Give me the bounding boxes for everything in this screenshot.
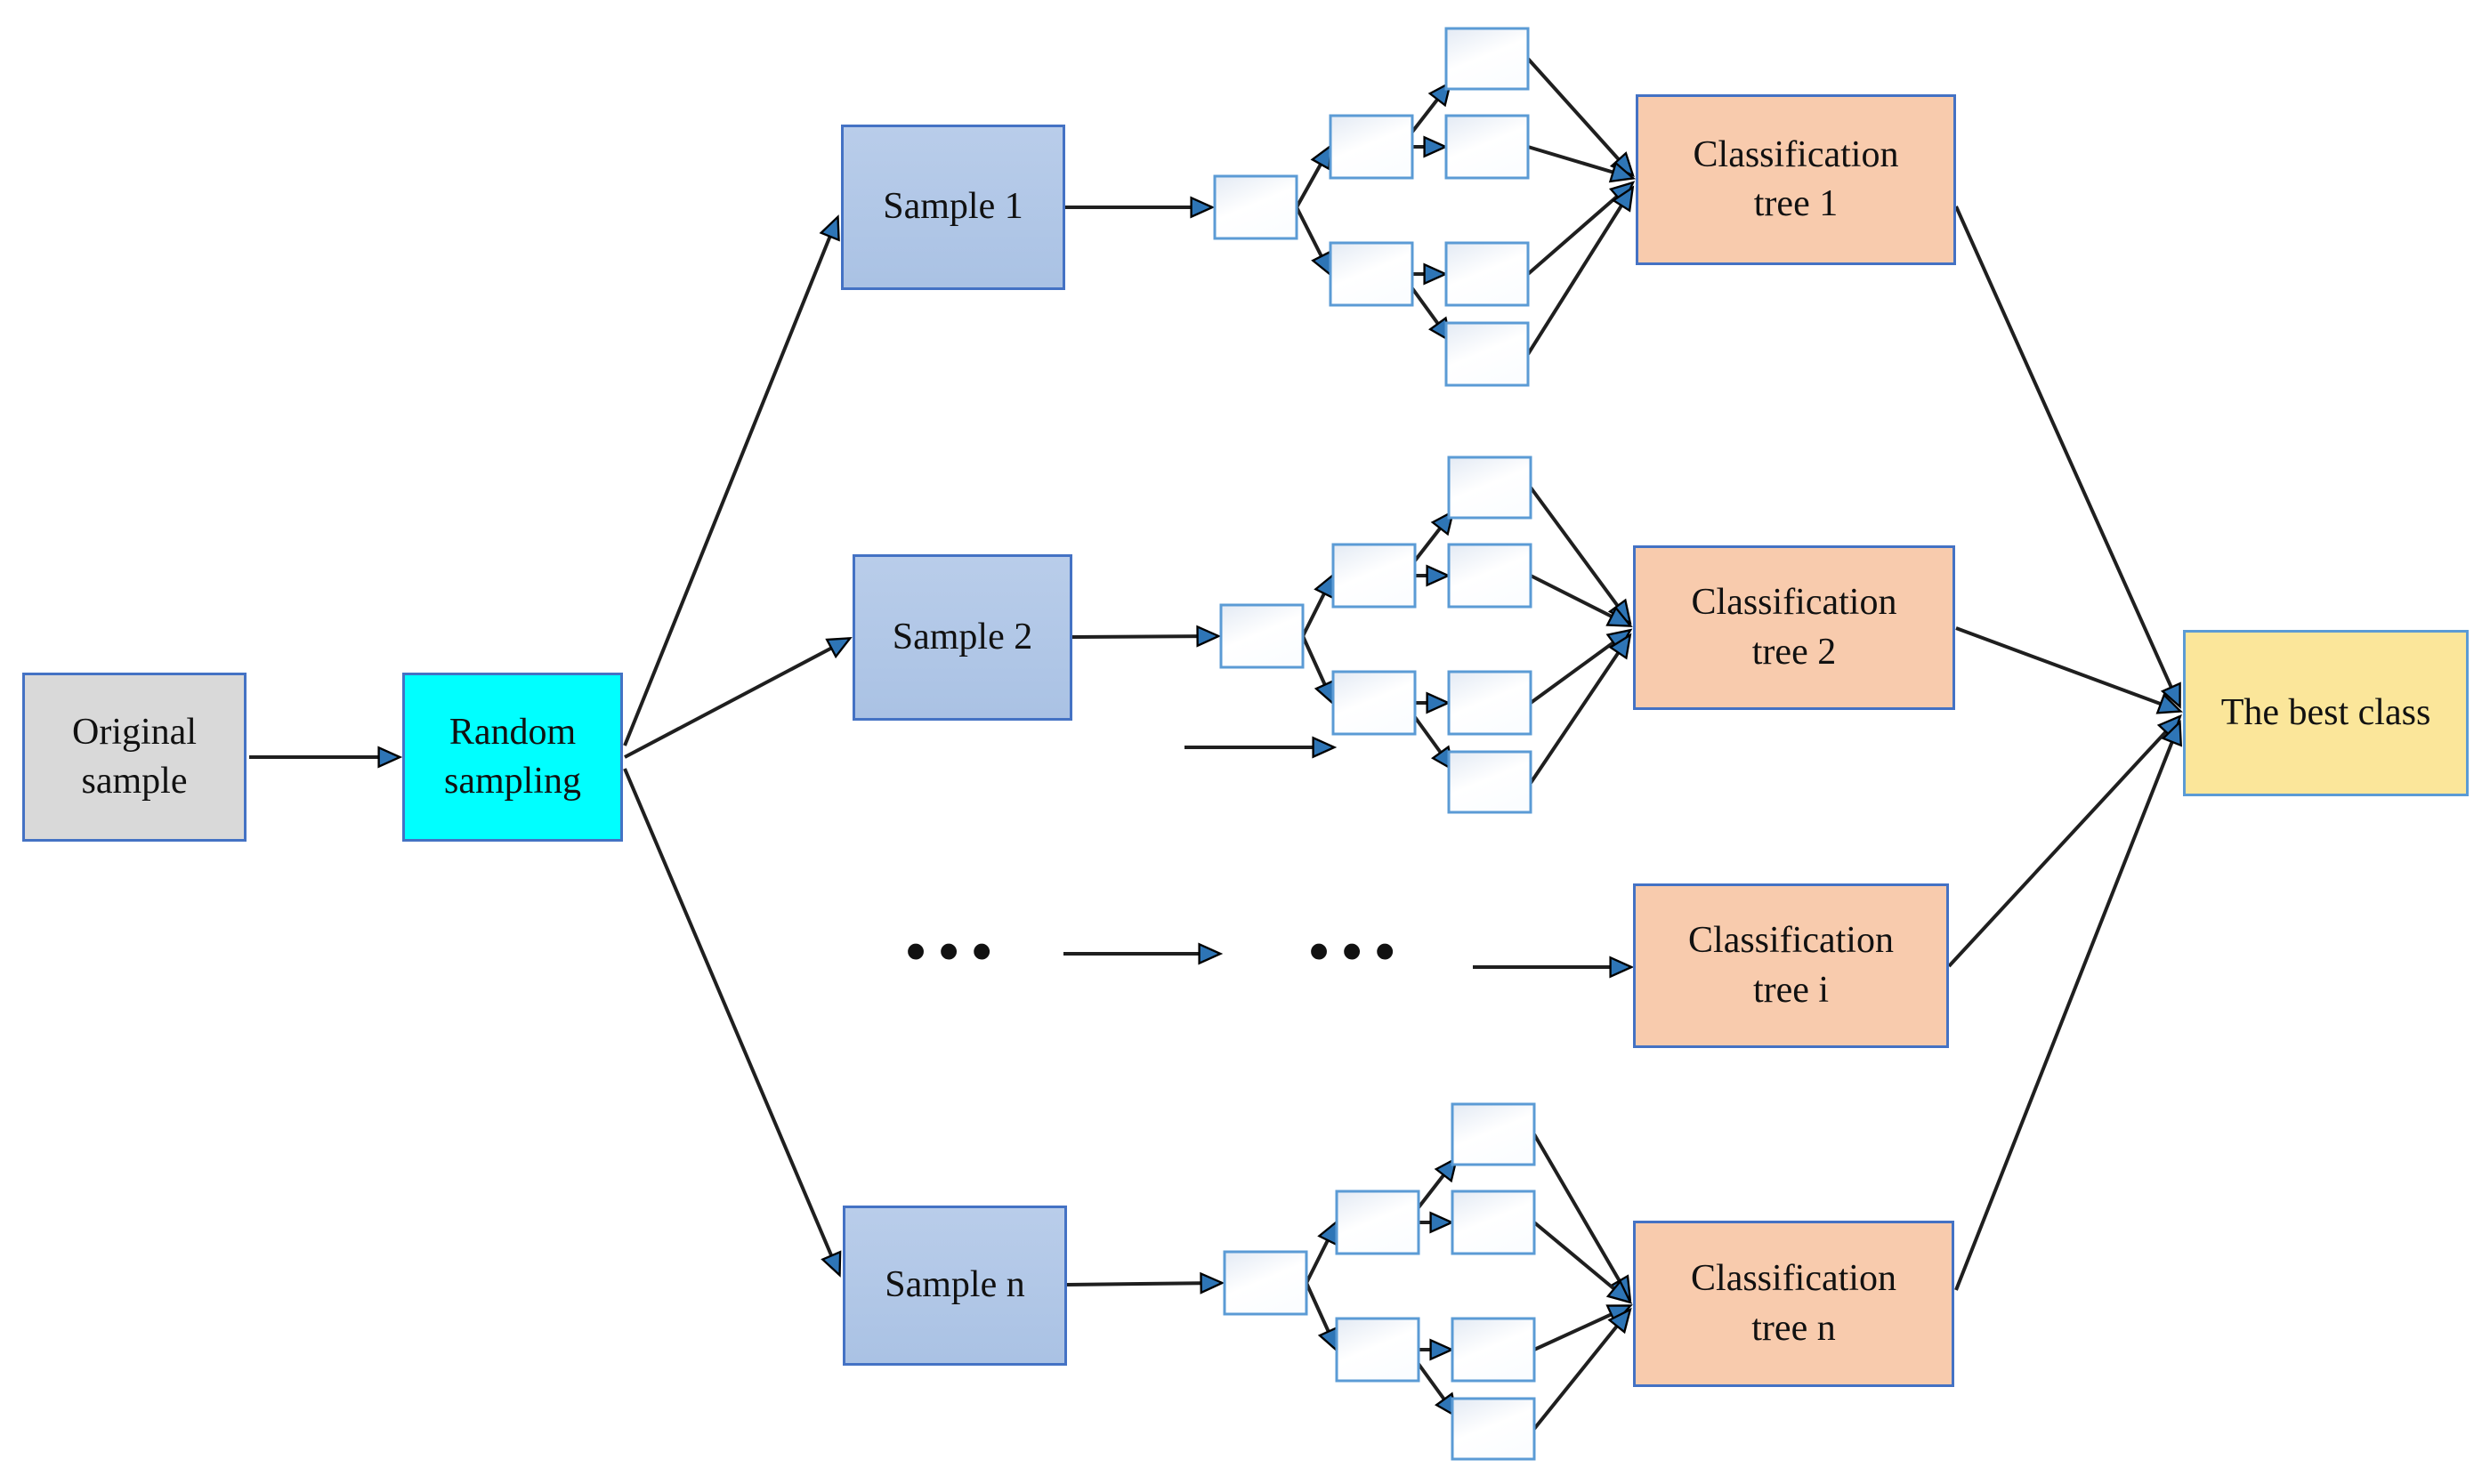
tree-edge (1408, 283, 1452, 343)
ellipsis-trees: … (1303, 870, 1403, 980)
decision-node (1447, 456, 1532, 520)
tree-edge (1301, 635, 1335, 706)
decision-node-root (1213, 174, 1298, 240)
decision-node-root (1223, 1250, 1308, 1316)
decision-tree-n (1223, 1102, 1633, 1461)
decision-node (1451, 1397, 1536, 1461)
decision-node (1451, 1102, 1536, 1166)
decision-node (1444, 321, 1530, 387)
tree-edge (1305, 1282, 1338, 1353)
leaf-to-tree-1 (1526, 181, 1636, 276)
decision-node (1444, 114, 1530, 180)
decision-node (1447, 670, 1532, 736)
tree-edge (1305, 1219, 1338, 1284)
decision-tree-1 (1213, 27, 1637, 387)
tree-edge (1408, 80, 1452, 137)
classification-tree-1-box: Classification tree 1 (1636, 94, 1956, 265)
decision-node (1335, 1317, 1420, 1383)
ellipsis-samples: … (900, 870, 999, 980)
leaf-to-tree-1 (1527, 145, 1637, 183)
decision-node (1447, 750, 1532, 814)
leaf-to-tree-n (1532, 1221, 1633, 1304)
arrow-sample-n-to-tree (1066, 1271, 1225, 1294)
decision-node (1331, 670, 1417, 736)
arrow-tree-2-to-best (1955, 626, 2183, 714)
sample-n-box: Sample n (843, 1206, 1067, 1366)
tree-edge (1295, 143, 1333, 208)
decision-node (1444, 241, 1530, 307)
arrow-random-to-sample-n (623, 768, 842, 1278)
classification-tree-i-box: Classification tree i (1633, 883, 1949, 1048)
decision-node (1451, 1190, 1536, 1255)
leaf-to-tree-1 (1526, 185, 1635, 356)
decision-node (1331, 543, 1417, 609)
tree-edge (1295, 206, 1332, 278)
leaf-to-tree-n (1532, 1307, 1632, 1431)
leaf-to-tree-2 (1529, 486, 1632, 625)
tree-edge (1301, 572, 1335, 637)
tree-edge (1411, 712, 1455, 772)
sample-1-box: Sample 1 (841, 125, 1065, 290)
arrow-sample-2-to-tree (1071, 625, 1222, 648)
sample-2-box: Sample 2 (853, 554, 1072, 721)
arrow-tree-1-to-best (1954, 206, 2181, 709)
tree-edge (1414, 1156, 1459, 1213)
decision-node (1329, 241, 1414, 307)
arrow-random-to-sample-1 (623, 214, 840, 746)
leaf-to-tree-2 (1529, 628, 1633, 705)
classification-tree-2-box: Classification tree 2 (1633, 545, 1955, 710)
decision-tree-2 (1219, 456, 1633, 814)
leaf-to-tree-1 (1526, 57, 1635, 178)
decision-node (1447, 543, 1532, 609)
decision-node (1335, 1190, 1420, 1255)
leaf-to-tree-2 (1530, 574, 1633, 627)
decision-node-root (1219, 603, 1305, 669)
arrow-tree-n-to-best (1954, 720, 2183, 1291)
decision-node (1451, 1317, 1536, 1383)
random-sampling-box: Random sampling (402, 673, 623, 842)
best-class-box: The best class (2183, 630, 2469, 796)
tree-edge (1411, 509, 1455, 566)
arrow-random-to-sample-2 (624, 637, 853, 759)
original-sample-box: Original sample (22, 673, 247, 842)
leaf-to-tree-2 (1529, 633, 1632, 785)
classification-tree-n-box: Classification tree n (1633, 1221, 1954, 1387)
decision-node (1329, 114, 1414, 180)
arrow-tree-i-to-best (1947, 714, 2182, 968)
leaf-to-tree-n (1532, 1133, 1632, 1302)
tree-edge (1414, 1359, 1459, 1419)
decision-node (1444, 27, 1530, 91)
